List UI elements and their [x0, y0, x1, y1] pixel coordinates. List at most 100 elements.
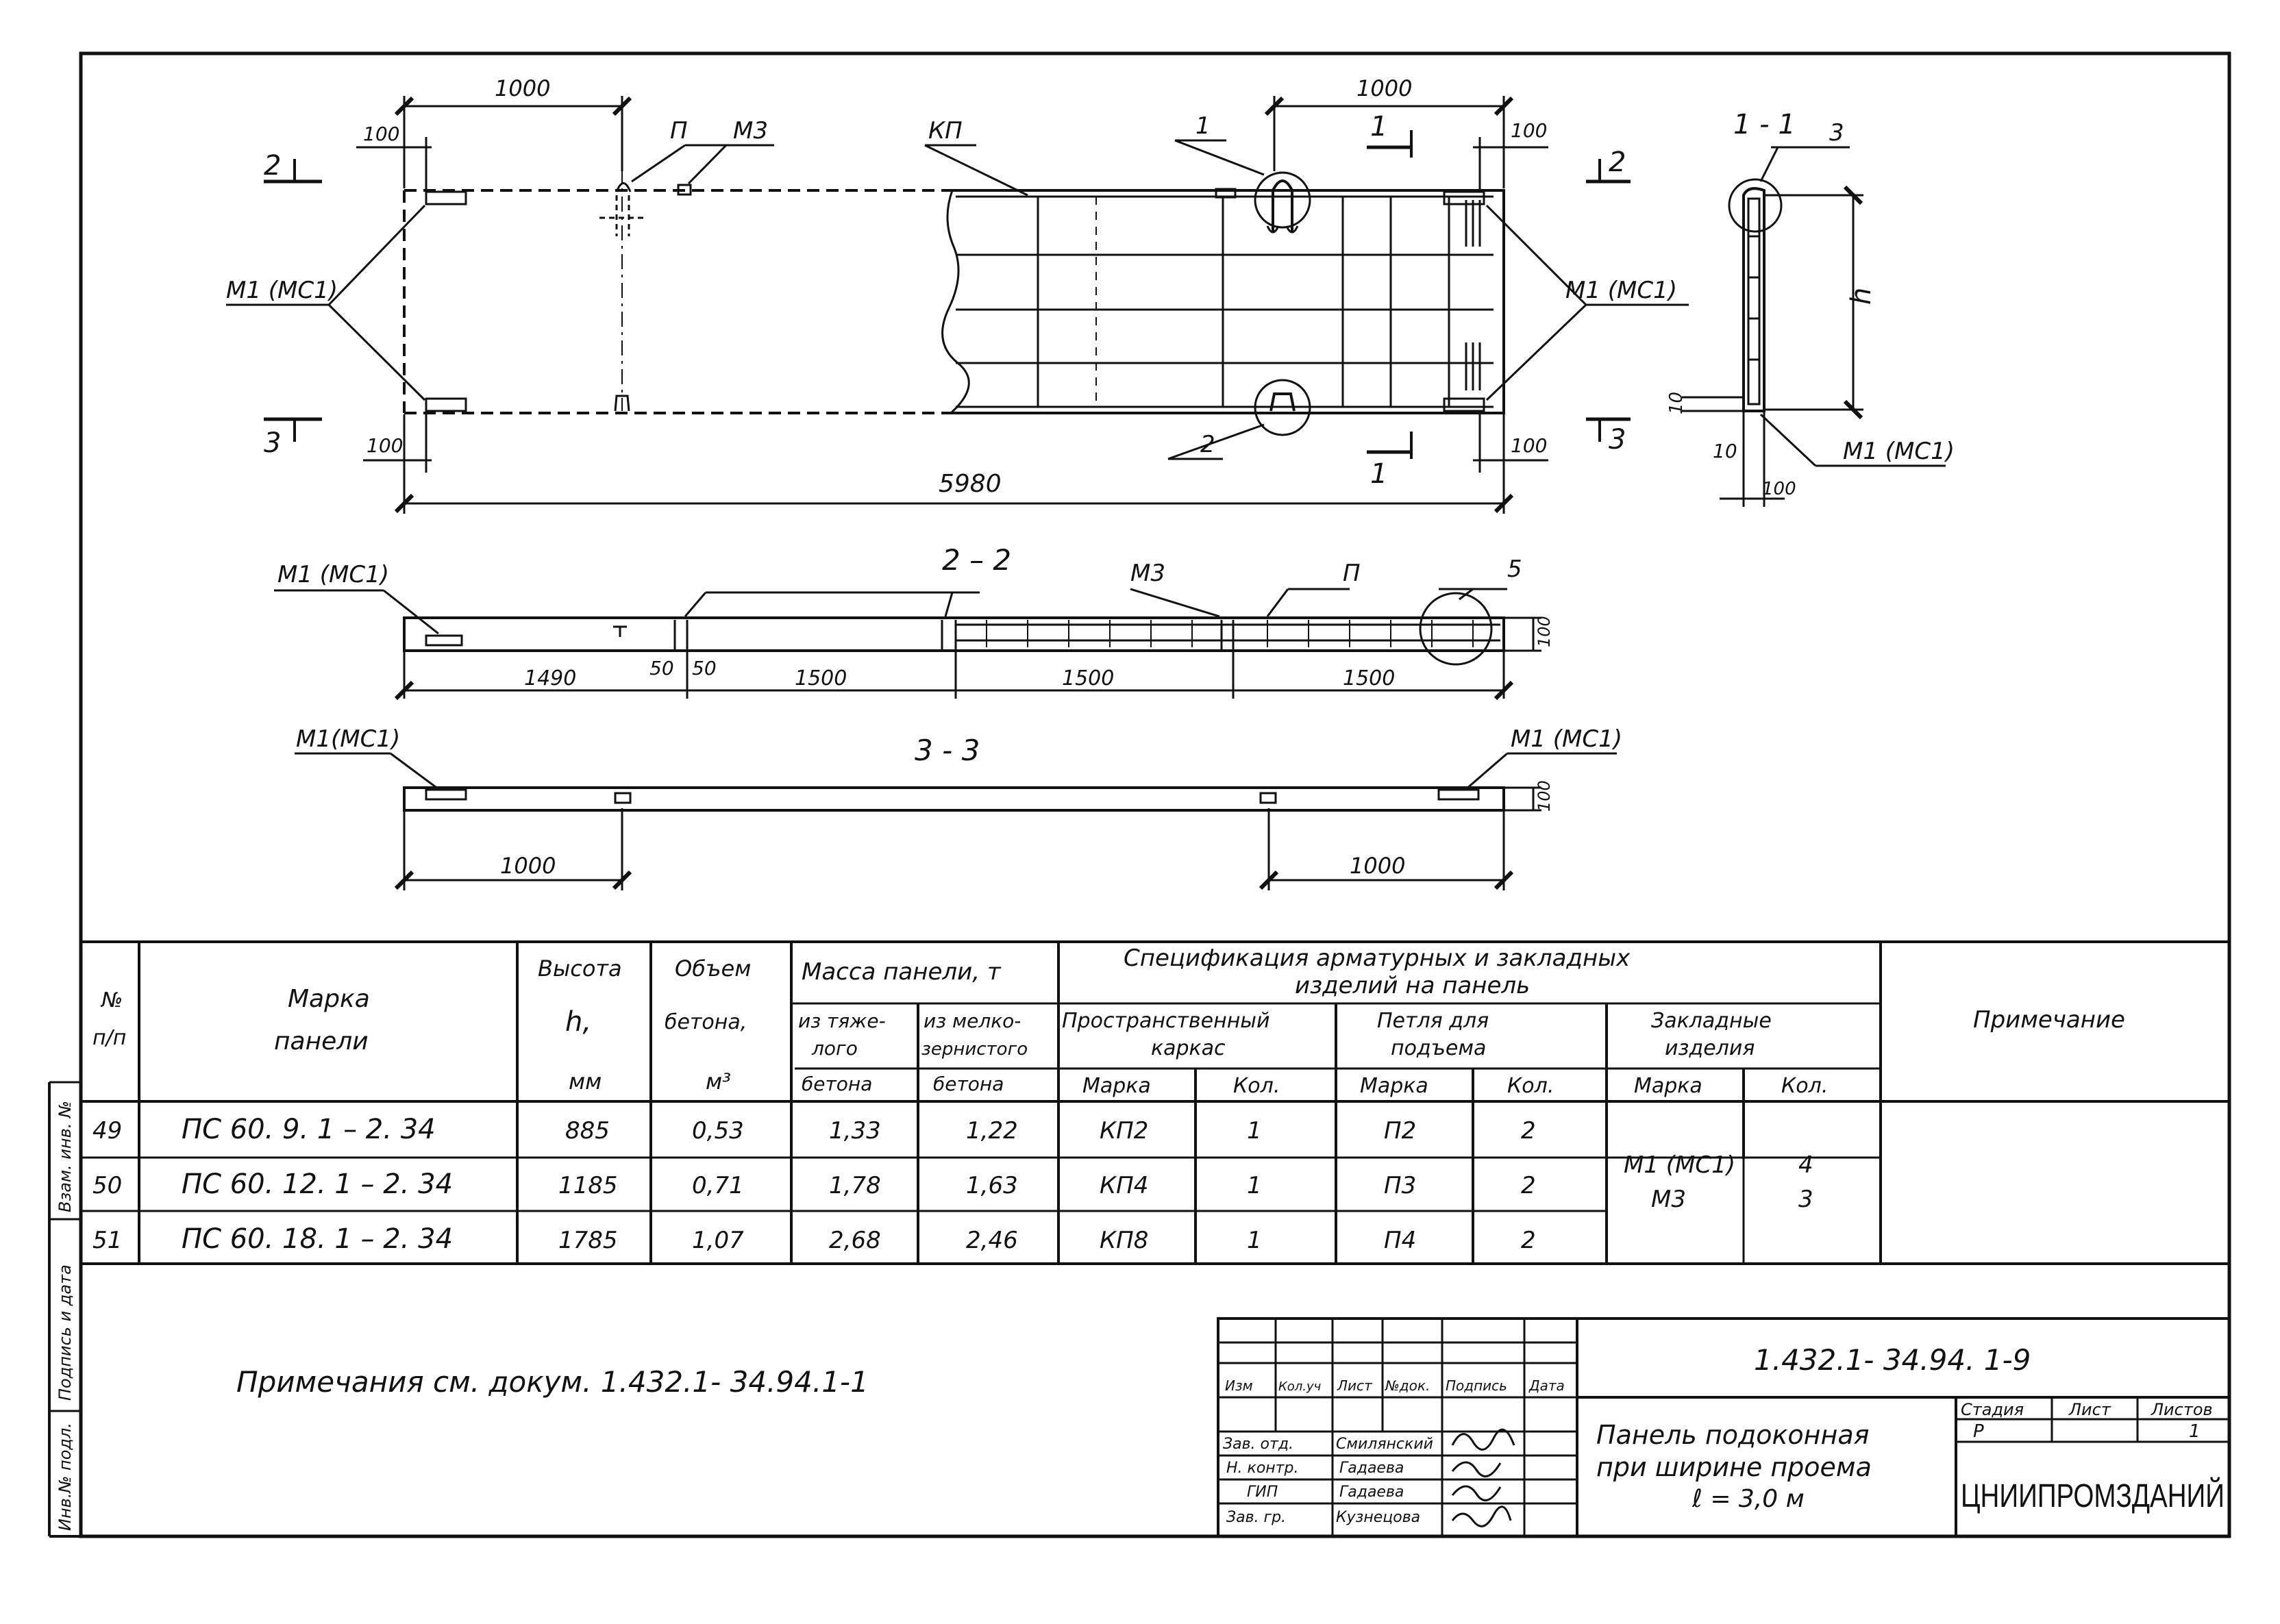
side-podpis: Подпись и дата [55, 1264, 75, 1401]
th-mass-fine3: бетона [933, 1073, 1004, 1095]
section-1-1-label-m1: М1 (МС1) [1843, 438, 1955, 465]
signature-marks [1451, 1428, 1515, 1527]
th-frame2: каркас [1151, 1036, 1226, 1060]
th-sub-mark3: Марка [1634, 1074, 1702, 1098]
section-1-1-title: 1 - 1 [1733, 109, 1796, 140]
tb-h-sheets: Листов [2151, 1400, 2213, 1419]
th-loop2: подъема [1391, 1036, 1486, 1060]
row-mark: ПС 60. 9. 1 – 2. 34 [182, 1114, 436, 1145]
th-mark: Марка [288, 985, 370, 1013]
section-1-1-dim-10b: 10 [1713, 440, 1737, 462]
row-loop-qty: 2 [1521, 1227, 1536, 1254]
section-2-2-label-m3: М3 [1130, 560, 1165, 587]
plan-cut-3-left: 3 [264, 427, 281, 459]
th-mass-heavy3: бетона [802, 1073, 872, 1095]
tb-role-4: Зав. гр. [1226, 1509, 1286, 1526]
embed-qty-1: 4 [1798, 1151, 1813, 1179]
embed-mark-1: М1 (МС1) [1624, 1151, 1735, 1179]
side-stamp: Инв.№ подл. Подпись и дата Взам. инв. № [55, 1101, 75, 1531]
tb-h-koluch: Кол.уч [1278, 1379, 1321, 1394]
tb-h-ndok: №док. [1385, 1377, 1430, 1394]
section-2-2-dim-50a: 50 [649, 657, 674, 679]
row-loop: П3 [1384, 1172, 1416, 1199]
th-spec: Спецификация арматурных и закладных [1124, 945, 1631, 972]
th-height2: h, [565, 1006, 591, 1038]
section-1-1-label-h: h [1846, 288, 1877, 305]
plan-dim-1000-left: 1000 [495, 75, 550, 101]
section-2-2: 2 – 2 М1 (МС1) М3 П 5 1490 50 50 1500 15… [274, 543, 1554, 701]
tb-name-2: Гадаева [1339, 1460, 1404, 1477]
section-1-1-dim-100: 100 [1762, 479, 1796, 499]
th-height3: мм [569, 1069, 602, 1095]
section-2-2-label-p: П [1343, 560, 1361, 587]
th-loop: Петля для [1377, 1009, 1489, 1033]
side-vzam: Взам. инв. № [55, 1101, 75, 1212]
row-num: 51 [92, 1227, 122, 1254]
side-inv-podl: Инв.№ подл. [55, 1423, 75, 1531]
plan-dim-100-tr: 100 [1511, 119, 1547, 142]
section-2-2-dim-1500c: 1500 [1343, 666, 1395, 690]
note-text: Примечания см. докум. 1.432.1- 34.94.1-1 [236, 1365, 869, 1399]
th-sub-qty1: Кол. [1233, 1074, 1280, 1098]
plan-dim-100-tl: 100 [363, 123, 399, 145]
th-embed: Закладные [1651, 1009, 1772, 1033]
row-loop: П2 [1384, 1117, 1416, 1145]
plan-dim-5980: 5980 [939, 470, 1002, 498]
section-1-1-label-3: 3 [1829, 119, 1844, 147]
embed-mark-2: М3 [1651, 1186, 1686, 1213]
section-3-3-dim-1000-right: 1000 [1350, 853, 1405, 879]
row-loop: П4 [1384, 1227, 1416, 1254]
tb-stage: Р [1973, 1421, 1984, 1442]
section-3-3: 3 - 3 М1(МС1) М1 (МС1) 1000 1000 100 [295, 725, 1622, 890]
row-frame-qty: 1 [1247, 1227, 1262, 1254]
tb-title-3: ℓ = 3,0 м [1692, 1485, 1805, 1513]
th-num2: п/п [92, 1026, 126, 1050]
tb-title-2: при ширине проема [1596, 1452, 1872, 1482]
section-3-3-dim-100: 100 [1535, 780, 1554, 812]
row-num: 50 [92, 1172, 122, 1199]
tb-role-2: Н. контр. [1226, 1460, 1298, 1477]
plan-dim-100-br: 100 [1511, 434, 1547, 457]
plan-label-kp: КП [928, 117, 963, 145]
embed-qty-2: 3 [1798, 1186, 1813, 1213]
row-mass-fine: 1,63 [966, 1172, 1018, 1199]
th-embed2: изделия [1665, 1036, 1755, 1060]
row-height: 1785 [558, 1227, 618, 1254]
plan-label-m1-left: М1 (МС1) [226, 277, 338, 304]
row-mass-fine: 2,46 [966, 1227, 1018, 1254]
plan-dim-1000-right: 1000 [1356, 75, 1412, 101]
th-spec2: изделий на панель [1295, 972, 1530, 999]
row-volume: 0,71 [692, 1172, 744, 1199]
sheet-frame [48, 51, 2231, 1538]
section-2-2-dim-1490: 1490 [524, 666, 576, 690]
row-num: 49 [92, 1117, 122, 1145]
plan-cut-2-left: 2 [264, 150, 281, 182]
tb-doc-code: 1.432.1- 34.94. 1-9 [1754, 1343, 2031, 1377]
spec-table: № п/п Марка панели Высота h, мм Объем бе… [81, 940, 2229, 1265]
plan-dim-100-bl: 100 [367, 434, 403, 457]
th-mass-fine2: зернистого [921, 1039, 1028, 1060]
tb-h-podpis: Подпись [1446, 1377, 1507, 1394]
tb-title-1: Панель подоконная [1596, 1420, 1870, 1450]
th-num: № [100, 988, 123, 1012]
table-row: 51 ПС 60. 18. 1 – 2. 34 1785 1,07 2,68 2… [92, 1223, 1536, 1255]
section-2-2-label-m1: М1 (МС1) [277, 561, 389, 588]
section-3-3-dim-1000-left: 1000 [500, 853, 556, 879]
th-height: Высота [538, 955, 622, 982]
tb-role-1: Зав. отд. [1223, 1436, 1293, 1453]
plan-cut-2-right: 2 [1609, 147, 1626, 178]
row-volume: 0,53 [692, 1117, 744, 1145]
th-mass-heavy: из тяже- [798, 1010, 886, 1032]
row-mark: ПС 60. 18. 1 – 2. 34 [182, 1223, 453, 1255]
section-3-3-label-m1-left: М1(МС1) [296, 725, 400, 753]
plan-label-m1-right: М1 (МС1) [1565, 277, 1677, 304]
section-1-1: 1 - 1 3 h 10 10 100 М1 (МС1) [1666, 109, 1955, 507]
section-2-2-dim-1500a: 1500 [795, 666, 847, 690]
plan-label-loop-2: 2 [1200, 431, 1215, 458]
th-volume: Объем [675, 955, 751, 982]
th-volume2: бетона, [665, 1010, 747, 1034]
th-sub-qty2: Кол. [1507, 1074, 1554, 1098]
tb-h-izm: Изм [1225, 1377, 1253, 1394]
tb-role-3: ГИП [1247, 1484, 1278, 1501]
row-frame: КП8 [1100, 1227, 1148, 1254]
